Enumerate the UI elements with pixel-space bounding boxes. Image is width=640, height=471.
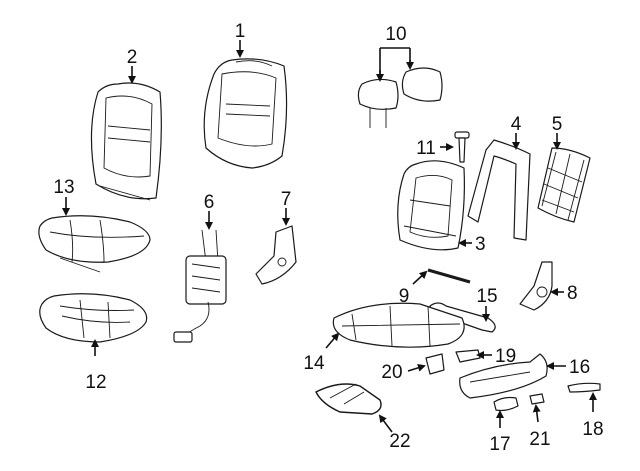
leader-21 — [532, 404, 541, 423]
callout-16: 16 — [569, 357, 590, 378]
part-3-seat-back-frame[interactable] — [397, 160, 465, 251]
part-1-seat-back[interactable] — [203, 58, 288, 169]
callout-2: 2 — [127, 47, 138, 68]
part-9-rod[interactable] — [427, 268, 471, 284]
callout-17: 17 — [489, 434, 510, 455]
callout-8: 8 — [567, 283, 578, 304]
callout-9: 9 — [399, 286, 410, 307]
leader-9 — [412, 270, 428, 285]
part-11-headrest-guide[interactable] — [454, 131, 470, 163]
part-8-recliner-bracket[interactable] — [519, 261, 553, 311]
part-22-wire-frame[interactable] — [315, 383, 382, 415]
callout-3: 3 — [475, 234, 486, 255]
part-20-knob[interactable] — [425, 353, 445, 375]
part-2-seat-back-cover[interactable] — [90, 82, 162, 201]
callout-18: 18 — [582, 419, 603, 440]
part-14-seat-adjuster-base[interactable] — [332, 302, 465, 348]
part-18-lever-handle[interactable] — [567, 382, 601, 393]
callout-5: 5 — [552, 114, 563, 135]
part-17-handle[interactable] — [493, 396, 519, 412]
leader-20 — [407, 363, 426, 372]
callout-11: 11 — [416, 138, 436, 159]
part-19-cover[interactable] — [455, 349, 481, 363]
callout-15: 15 — [476, 286, 497, 307]
callout-19: 19 — [495, 346, 516, 367]
callout-4: 4 — [511, 114, 522, 135]
part-12-seat-pad[interactable] — [39, 293, 148, 343]
callout-labels: 1 2 3 4 5 6 7 8 9 10 11 12 13 14 15 16 1… — [53, 21, 603, 455]
callout-21: 21 — [529, 429, 550, 450]
part-7-side-bracket[interactable] — [255, 225, 297, 285]
part-13-seat-cushion[interactable] — [38, 215, 151, 273]
part-6-heater-assembly[interactable] — [173, 229, 227, 343]
callout-6: 6 — [204, 192, 215, 213]
callout-22: 22 — [389, 431, 410, 452]
callout-12: 12 — [85, 372, 106, 393]
callout-7: 7 — [281, 189, 292, 210]
callout-leaders — [62, 40, 597, 433]
part-21-cap[interactable] — [529, 393, 545, 405]
callout-13: 13 — [53, 177, 74, 198]
part-16-side-shield[interactable] — [459, 353, 548, 399]
part-5-suspension-mat[interactable] — [537, 147, 591, 223]
callout-20: 20 — [381, 362, 402, 383]
part-4-back-panel[interactable] — [467, 139, 531, 241]
leader-14 — [325, 332, 340, 349]
leader-22 — [378, 414, 393, 433]
callout-1: 1 — [235, 21, 246, 42]
part-10-headrests[interactable] — [357, 67, 443, 128]
callout-14: 14 — [303, 353, 325, 374]
callout-10: 10 — [385, 24, 406, 45]
